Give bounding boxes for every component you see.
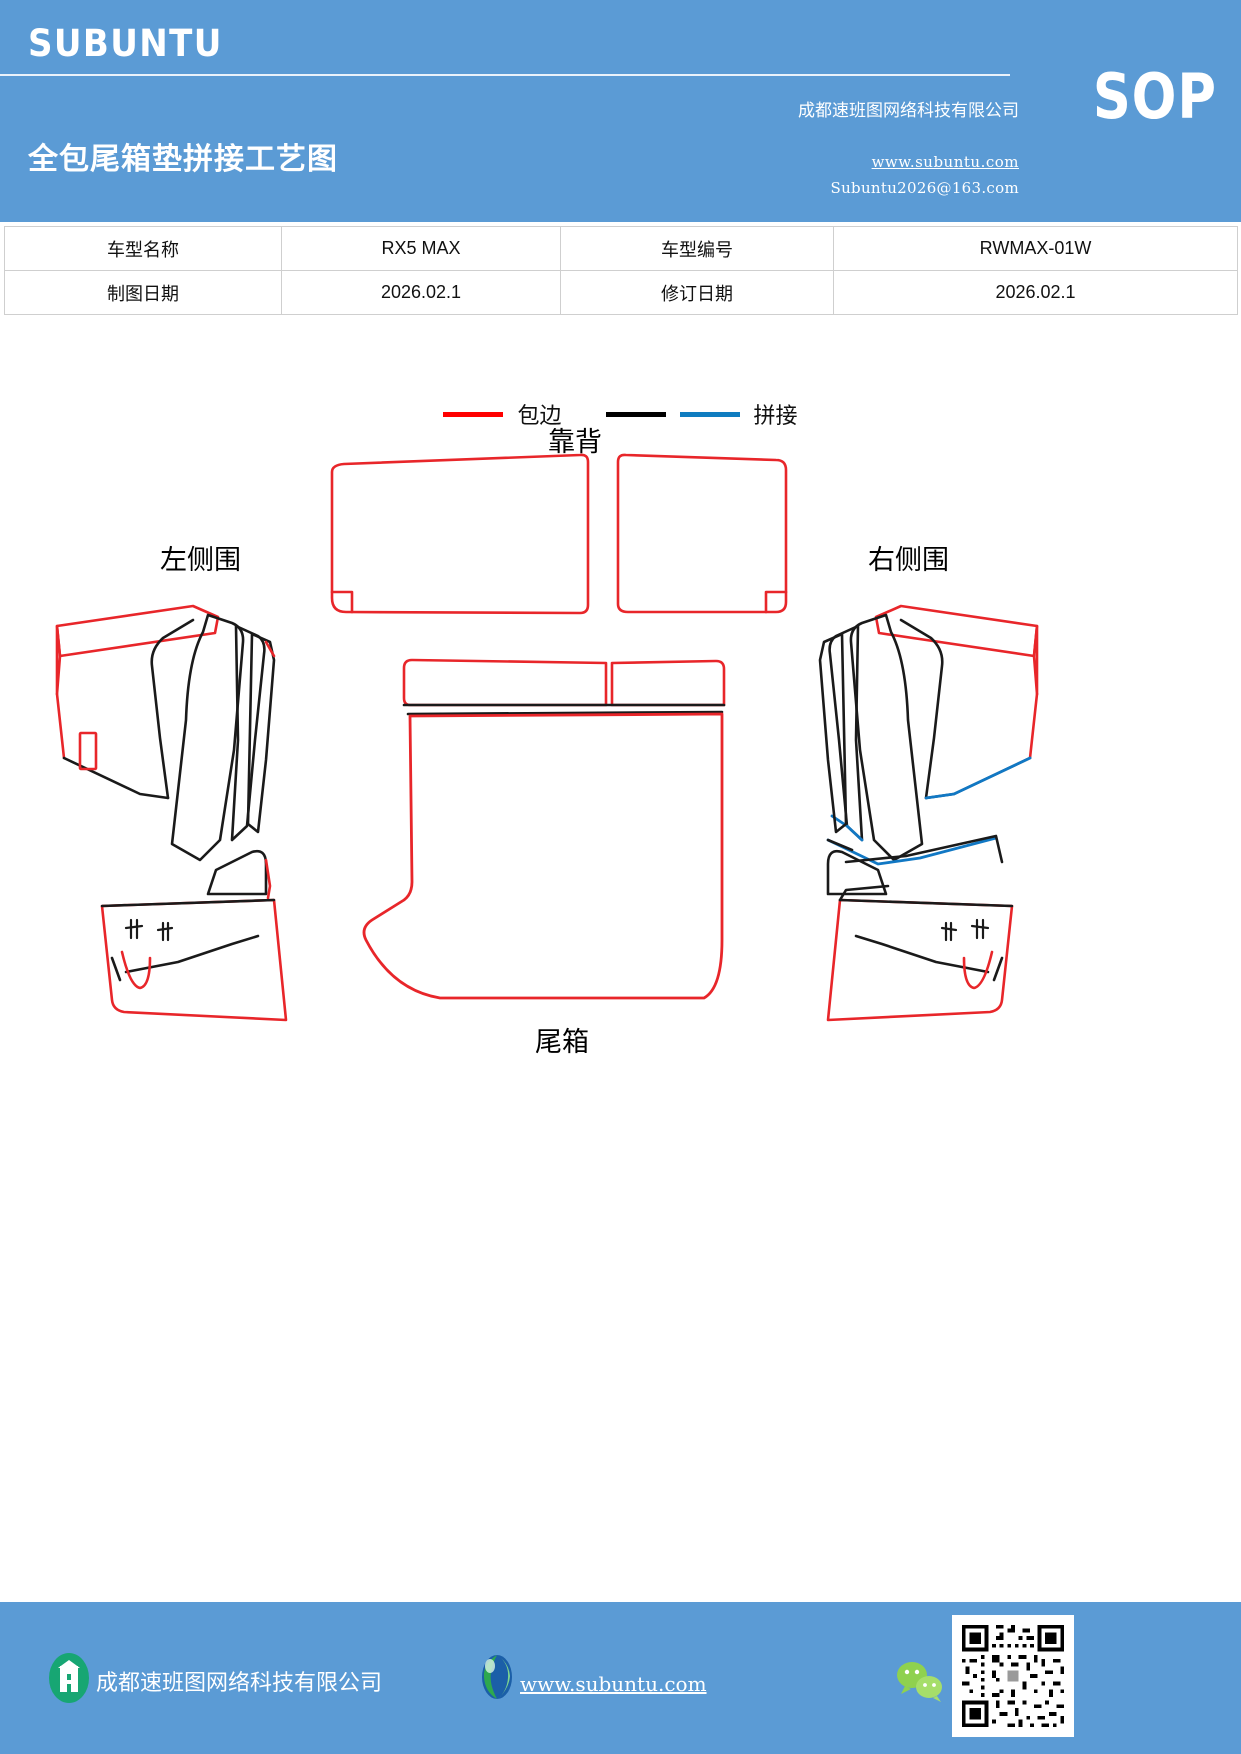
shape-trunk-upper-strip: [402, 658, 726, 707]
shape-right-upper-join: [826, 838, 854, 852]
building-icon: [48, 1652, 90, 1704]
value-model-name: RX5 MAX: [281, 226, 561, 271]
shape-left-outer-panel: [55, 604, 220, 760]
header-company-name: 成都速班图网络科技有限公司: [798, 101, 1019, 121]
shape-right-bottom-panel: [826, 898, 1014, 1022]
document-type-badge: SOP: [1093, 60, 1217, 133]
footer-website-link[interactable]: www.subuntu.com: [520, 1672, 707, 1696]
shape-right-bottom-notch: [962, 950, 994, 990]
legend-swatch-red-line: [443, 411, 504, 417]
legend-swatch-blue-line: [679, 411, 740, 417]
shape-right-lower-wedge: [826, 849, 888, 896]
legend-item-splice: 拼接: [605, 398, 798, 430]
shape-right-lower-wedge-edge: [844, 834, 1004, 864]
label-revise-date: 修订日期: [560, 270, 834, 315]
header-divider: [0, 74, 1010, 76]
document-footer: 成都速班图网络科技有限公司 www.subuntu.com: [0, 1602, 1241, 1754]
vehicle-info-table: 车型名称 RX5 MAX 车型编号 RWMAX-01W 制图日期 2026.02…: [4, 226, 1238, 315]
shape-right-strip-2: [818, 632, 848, 834]
shape-backrest-right: [616, 453, 788, 614]
table-row: 制图日期 2026.02.1 修订日期 2026.02.1: [4, 270, 1238, 315]
legend-label-binding: 包边: [517, 404, 562, 429]
shape-left-bottom-panel-inner: [100, 898, 276, 982]
shape-left-strip-2: [246, 632, 276, 834]
shape-left-bottom-notch: [120, 950, 152, 990]
shape-left-hole: [78, 731, 98, 771]
line-type-legend: 包边 拼接: [0, 398, 1241, 430]
shape-left-strip-2-edge: [264, 640, 276, 658]
shape-left-lower-wedge: [206, 849, 268, 896]
shape-right-tick-marks: [940, 918, 990, 942]
label-draw-date: 制图日期: [4, 270, 282, 315]
legend-label-splice: 拼接: [753, 404, 798, 429]
label-model-name: 车型名称: [4, 226, 282, 271]
header-email: Subuntu2026@163.com: [830, 179, 1019, 197]
qr-code-icon: [952, 1615, 1074, 1737]
page-title: 全包尾箱垫拼接工艺图: [28, 142, 338, 177]
legend-swatch-black-line: [605, 411, 666, 417]
header-website-link[interactable]: www.subuntu.com: [871, 153, 1019, 171]
shape-right-strip-1-blue: [830, 814, 864, 842]
drawing-label-left-side: 左侧围: [160, 545, 241, 576]
shape-left-lower-wedge-edge: [264, 858, 272, 900]
drawing-vector-group: [55, 453, 1039, 1022]
globe-icon: [475, 1654, 519, 1700]
footer-company-name: 成都速班图网络科技有限公司: [96, 1671, 383, 1696]
value-draw-date: 2026.02.1: [281, 270, 561, 315]
shape-trunk-floor: [362, 712, 724, 1000]
shape-left-bottom-panel: [100, 898, 288, 1022]
table-row: 车型名称 RX5 MAX 车型编号 RWMAX-01W: [4, 226, 1238, 271]
wechat-icon: [895, 1660, 947, 1702]
shape-right-lower-wedge-blue: [826, 836, 998, 866]
technical-drawing-canvas: 靠背 左侧围 右侧围 尾箱: [0, 420, 1241, 1100]
value-revise-date: 2026.02.1: [833, 270, 1238, 315]
shape-right-outer-panel-blue: [924, 756, 1032, 800]
document-header: SUBUNTU 全包尾箱垫拼接工艺图 SOP 成都速班图网络科技有限公司 www…: [0, 0, 1241, 222]
drawing-label-backrest: 靠背: [548, 427, 602, 458]
shape-left-tick-marks: [124, 918, 174, 942]
drawing-label-right-side: 右侧围: [868, 545, 949, 576]
shape-right-bottom-panel-inner: [838, 898, 1014, 982]
label-model-code: 车型编号: [560, 226, 834, 271]
legend-item-binding: 包边: [443, 398, 562, 430]
shape-right-outer-panel: [874, 604, 1039, 760]
shape-backrest-left: [330, 453, 590, 615]
value-model-code: RWMAX-01W: [833, 226, 1238, 271]
shape-trunk-strip-divider: [402, 703, 726, 716]
shape-right-bottom-edge: [838, 884, 890, 902]
drawing-label-trunk: 尾箱: [535, 1027, 589, 1058]
brand-logo-text: SUBUNTU: [28, 22, 223, 65]
